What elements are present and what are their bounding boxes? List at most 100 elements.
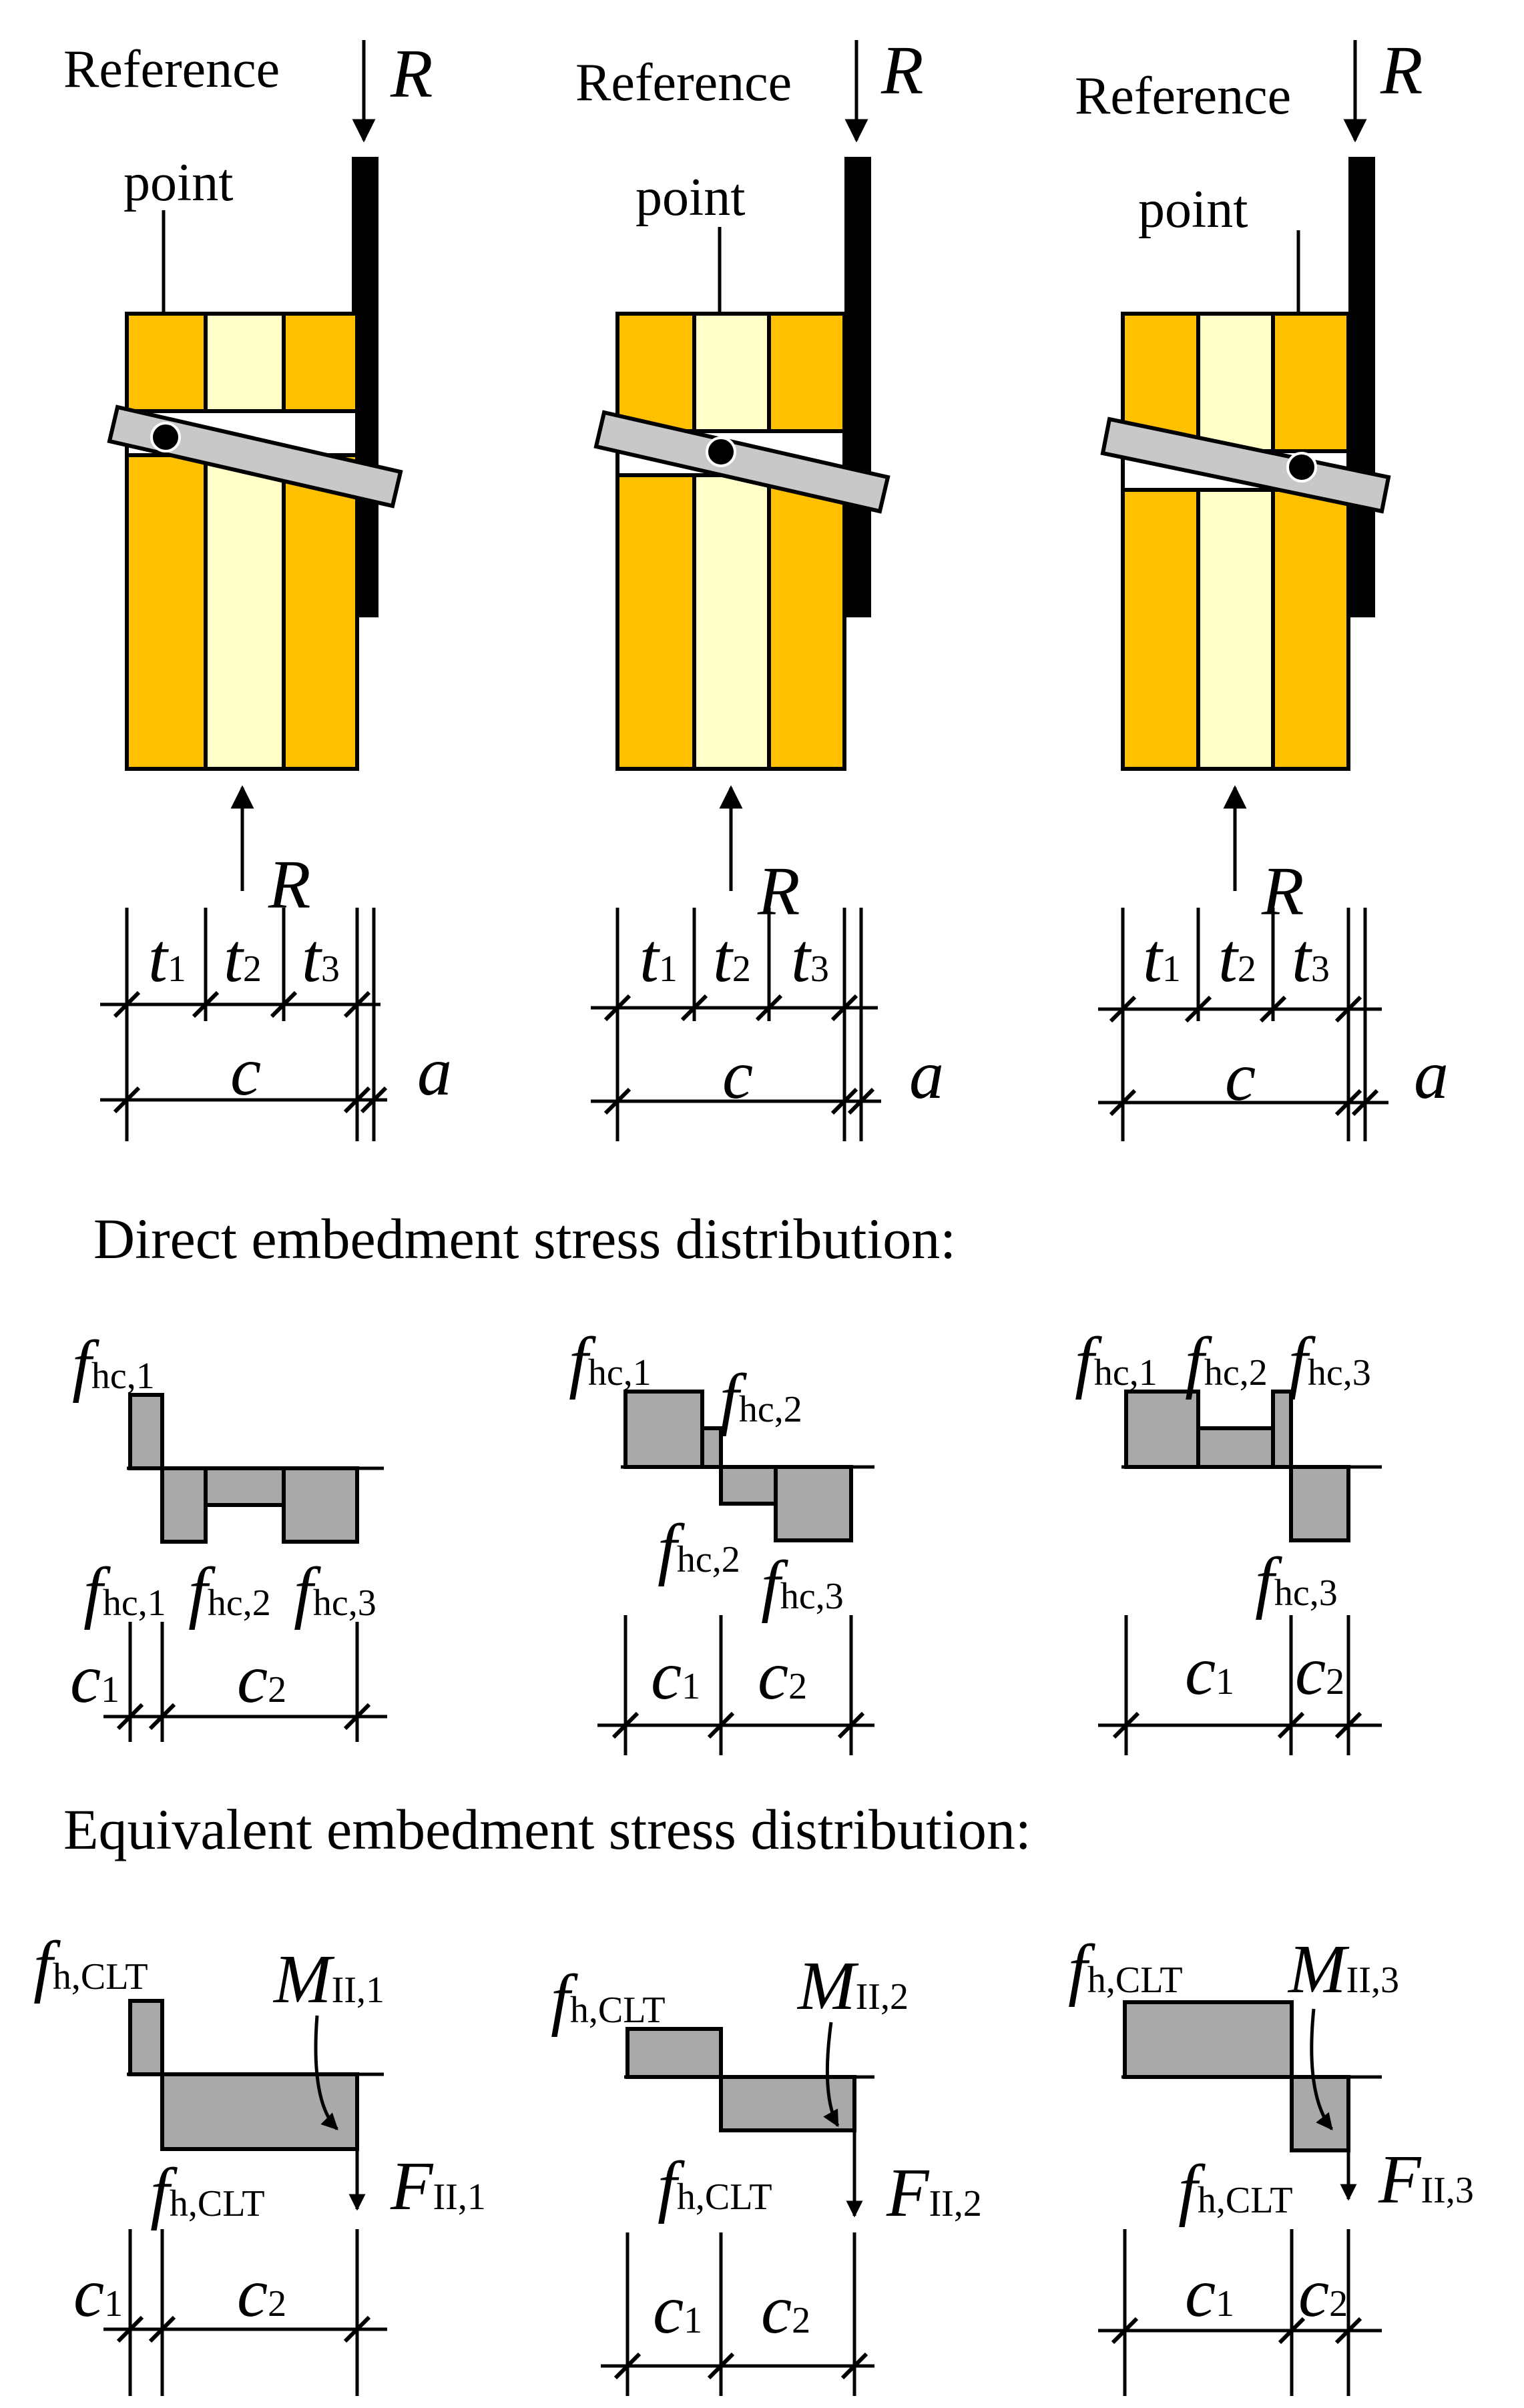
fhc3-top-label: fhc,3 <box>1288 1323 1371 1400</box>
c1-label: c1 <box>73 2254 123 2331</box>
stress-block <box>160 1466 208 1544</box>
outer-layer-left <box>615 312 696 433</box>
inner-layer <box>692 312 771 433</box>
direct-heading: Direct embedment stress distribution: <box>93 1207 956 1271</box>
moment-label: MII,3 <box>1287 1931 1399 2008</box>
c2-label: c2 <box>761 2271 810 2348</box>
dimension-lines <box>1098 1615 1382 1755</box>
load-label-top: R <box>880 32 924 109</box>
connection-case-1: Reference R point R <box>63 35 452 1141</box>
direct-stress-case-1: fhc,1 fhc,1 fhc,2 fhc,3 c1 c2 <box>70 1327 387 1742</box>
t3-label: t3 <box>1292 920 1330 996</box>
equivalent-stress-case-2: fh,CLT MII,2 FII,2 fh,CLT c1 c2 <box>551 1947 982 2396</box>
f-hclt-bottom-label: fh,CLT <box>150 2154 265 2231</box>
c2-label: c2 <box>237 1640 286 1717</box>
stress-block <box>700 1426 723 1469</box>
inner-layer <box>1196 312 1275 453</box>
stress-block <box>128 1999 164 2076</box>
dimension-lines <box>103 1622 387 1742</box>
stress-block <box>1196 1426 1275 1469</box>
fastener <box>107 404 403 509</box>
stress-block <box>623 1390 704 1469</box>
outer-layer-right <box>282 312 359 413</box>
force-label: FII,3 <box>1378 2141 1474 2218</box>
t2-label: t2 <box>1218 920 1256 996</box>
c-label: c <box>1225 1038 1256 1115</box>
f-hclt-top-label: fh,CLT <box>33 1927 148 2004</box>
load-label-top: R <box>390 35 433 112</box>
stress-block <box>1123 2000 1294 2079</box>
t2-label: t2 <box>224 920 262 996</box>
reference-point-marker <box>706 436 736 467</box>
c1-label: c1 <box>1185 2254 1234 2331</box>
stress-block <box>282 1466 359 1544</box>
c2-label: c2 <box>1295 1632 1344 1709</box>
c2-label: c2 <box>1298 2254 1348 2331</box>
a-label: a <box>909 1036 944 1113</box>
fhc3-bottom-label: fhc,3 <box>761 1547 844 1624</box>
t3-label: t3 <box>302 920 340 996</box>
connection-case-3: Reference R point R <box>1075 32 1449 1141</box>
reference-label: Reference <box>63 40 280 99</box>
outer-layer-left <box>125 312 208 413</box>
moment-label: MII,1 <box>272 1941 385 2018</box>
load-label-bottom: R <box>757 853 800 930</box>
force-label: FII,2 <box>886 2154 982 2231</box>
inner-layer <box>204 453 286 771</box>
fhc2-bottom-label: fhc,2 <box>188 1554 271 1630</box>
stress-block <box>625 2027 723 2079</box>
moment-label: MII,2 <box>796 1947 909 2024</box>
c1-label: c1 <box>1185 1632 1234 1709</box>
direct-stress-case-2: fhc,1 fhc,2 fhc,2 fhc,3 c1 c2 <box>569 1323 874 1755</box>
outer-layer-right <box>282 453 359 771</box>
f-hclt-bottom-label: fh,CLT <box>1178 2151 1293 2228</box>
stress-block <box>1289 1465 1350 1542</box>
equivalent-heading: Equivalent embedment stress distribution… <box>63 1797 1031 1861</box>
moment-arrow <box>823 2022 840 2128</box>
c2-label: c2 <box>237 2254 286 2331</box>
outer-layer-right <box>767 473 846 771</box>
load-label-bottom: R <box>268 846 311 923</box>
fhc1-top-label: fhc,1 <box>569 1323 652 1400</box>
fhc2-top-label: fhc,2 <box>1185 1323 1268 1400</box>
f-hclt-bottom-label: fh,CLT <box>658 2148 772 2224</box>
direct-stress-case-3: fhc,1 fhc,2 fhc,3 fhc,3 c1 c2 <box>1075 1323 1382 1755</box>
outer-layer-right <box>767 312 846 433</box>
dimension-lines <box>100 908 388 1141</box>
reference-point-marker <box>1286 452 1317 483</box>
reference-label: Reference <box>575 53 792 112</box>
c2-label: c2 <box>758 1637 807 1714</box>
a-label: a <box>417 1033 452 1110</box>
fhc2-top-label: fhc,2 <box>720 1360 802 1437</box>
f-hclt-top-label: fh,CLT <box>1068 1931 1183 2008</box>
clt-panel <box>615 312 846 771</box>
load-label-top: R <box>1380 32 1423 109</box>
point-label: point <box>1138 180 1248 239</box>
c-label: c <box>722 1036 753 1113</box>
stress-block <box>204 1466 286 1507</box>
stress-block <box>719 1465 778 1506</box>
a-label: a <box>1414 1036 1449 1113</box>
force-label: FII,1 <box>390 2148 486 2224</box>
steel-plate <box>1348 157 1375 617</box>
stress-block <box>774 1465 853 1542</box>
stress-block <box>1124 1390 1200 1469</box>
fhc2-bottom-label: fhc,2 <box>658 1510 740 1587</box>
c-label: c <box>230 1033 261 1110</box>
moment-arrow <box>314 2015 338 2130</box>
dimension-lines <box>1098 2229 1382 2396</box>
steel-plate <box>844 157 871 617</box>
dimension-lines <box>1098 908 1388 1141</box>
outer-layer-right <box>1271 488 1350 771</box>
connection-case-2: Reference R point R <box>575 32 944 1141</box>
inner-layer <box>692 473 771 771</box>
stress-block <box>128 1393 164 1470</box>
dimension-lines <box>103 2229 387 2396</box>
t1-label: t1 <box>1143 920 1181 996</box>
stress-block <box>160 2072 359 2151</box>
inner-layer <box>1196 488 1275 771</box>
outer-layer-left <box>1121 488 1200 771</box>
fastener <box>593 410 891 514</box>
fhc1-bottom-label: fhc,1 <box>83 1554 166 1630</box>
outer-layer-left <box>615 473 696 771</box>
